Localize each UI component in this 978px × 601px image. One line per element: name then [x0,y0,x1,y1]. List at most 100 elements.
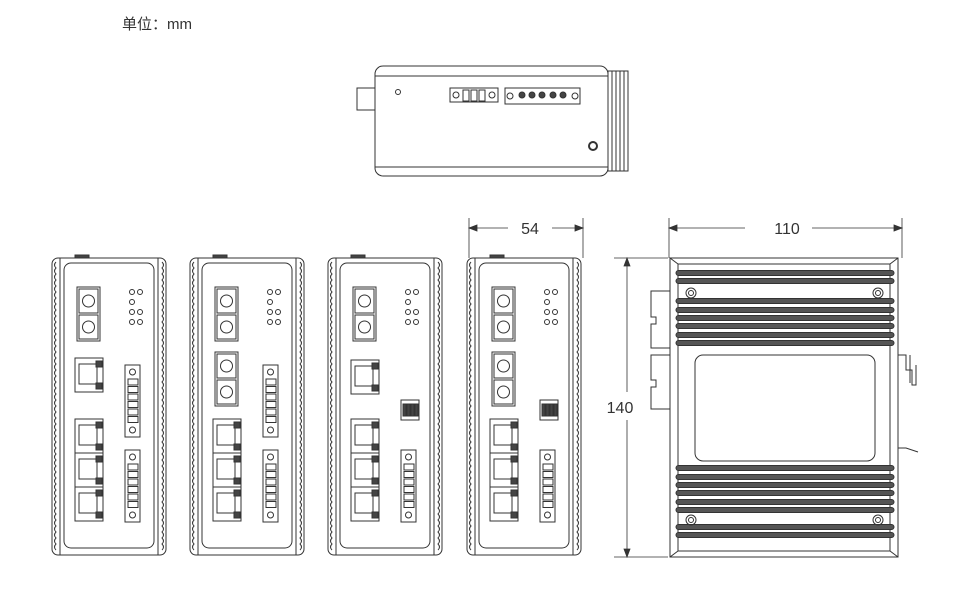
grip-edge-left [192,261,195,551]
dim-depth-110: 110 [774,221,800,238]
bevel-line [889,257,899,265]
rj45-led [233,477,241,485]
led-indicator [275,309,281,315]
heatsink-fin [675,332,895,338]
rj45-led [233,489,241,497]
heatsink-fin [675,278,895,284]
rj45-led [95,382,103,390]
front-panel [339,262,431,549]
terminal-pin [265,393,277,401]
terminal-block [262,364,279,438]
fiber-icon [358,294,371,308]
led-indicator [137,309,143,315]
rj45-led [510,489,518,497]
terminal-pin [127,478,139,486]
terminal-pin [265,486,277,493]
power-connector-3pin [449,87,499,103]
rj45-led [371,421,379,429]
led-indicator [405,289,411,295]
fiber-icon [82,320,95,334]
dip-switch [400,399,420,421]
screw-head [875,517,881,523]
led-indicator [129,299,135,305]
terminal-pin [265,408,277,416]
sc-port [493,353,514,379]
front-housing [189,257,305,556]
led-indicator [405,319,411,325]
top-latch [74,254,90,259]
rj45-socket [78,458,98,480]
terminal-pin [265,501,277,508]
terminal-pin [403,471,415,478]
fiber-icon [82,294,95,308]
dip-switch-lever [549,403,554,417]
terminal-pin [265,416,277,423]
led-indicator [129,289,135,295]
sc-port [78,314,99,340]
led-indicator [137,289,143,295]
terminal-pin [542,478,554,486]
terminal-pin [542,463,554,471]
arrow-head [623,256,631,267]
sc-port [216,353,237,379]
arrow-head [623,548,631,559]
sc-port [78,288,99,314]
dip-switch-lever [402,403,407,417]
terminal-block [124,449,141,523]
led-indicator [267,309,273,315]
grip-edge-right [299,261,302,551]
rj45-led [371,511,379,519]
screw-icon [129,511,136,519]
pin [478,89,486,102]
rj45-port [350,359,380,395]
rj45-socket [354,492,374,514]
led-indicator [544,319,550,325]
dip-switch-lever [553,403,558,417]
pin [549,91,557,99]
led-indicator [275,319,281,325]
arrow-head [667,224,678,232]
fiber-icon [497,294,510,308]
sc-fiber-port-pair [491,286,516,342]
dip-switch-lever [414,403,419,417]
led-indicator [552,319,558,325]
heatsink-fin [675,307,895,313]
heatsink-fin [675,465,895,471]
indicator-hole [395,89,401,95]
sc-fiber-port-pair [76,286,101,342]
dip-switch-lever [410,403,415,417]
rj45-led [95,489,103,497]
led-indicator [544,309,550,315]
heatsink-fin [675,482,895,488]
rj45-led [233,455,241,463]
screw-icon [506,92,514,100]
terminal-pin [265,471,277,478]
front-panel [201,262,293,549]
led-indicator [544,289,550,295]
screw-head [688,290,694,296]
sc-port [216,379,237,405]
top-latch [489,254,505,259]
grip-edge-right [161,261,164,551]
terminal-pin [403,463,415,471]
rj45-led [371,443,379,451]
screw-icon [129,453,136,461]
terminal-pin [127,393,139,401]
terminal-pin [265,378,277,386]
led-indicator [405,309,411,315]
pin [559,91,567,99]
top-housing [374,65,609,177]
sc-fiber-port-pair [352,286,377,342]
sc-port [354,288,375,314]
terminal-pin [265,478,277,486]
dip-switch-lever [406,403,411,417]
sc-fiber-port-pair [214,286,239,342]
rj45-led [233,421,241,429]
dim-height-140: 140 [607,400,634,417]
side-inner [677,263,891,552]
sc-port [493,288,514,314]
sc-fiber-port-pair [491,351,516,407]
front-panel [478,262,570,549]
side-housing [669,257,899,558]
terminal-pin [127,401,139,408]
